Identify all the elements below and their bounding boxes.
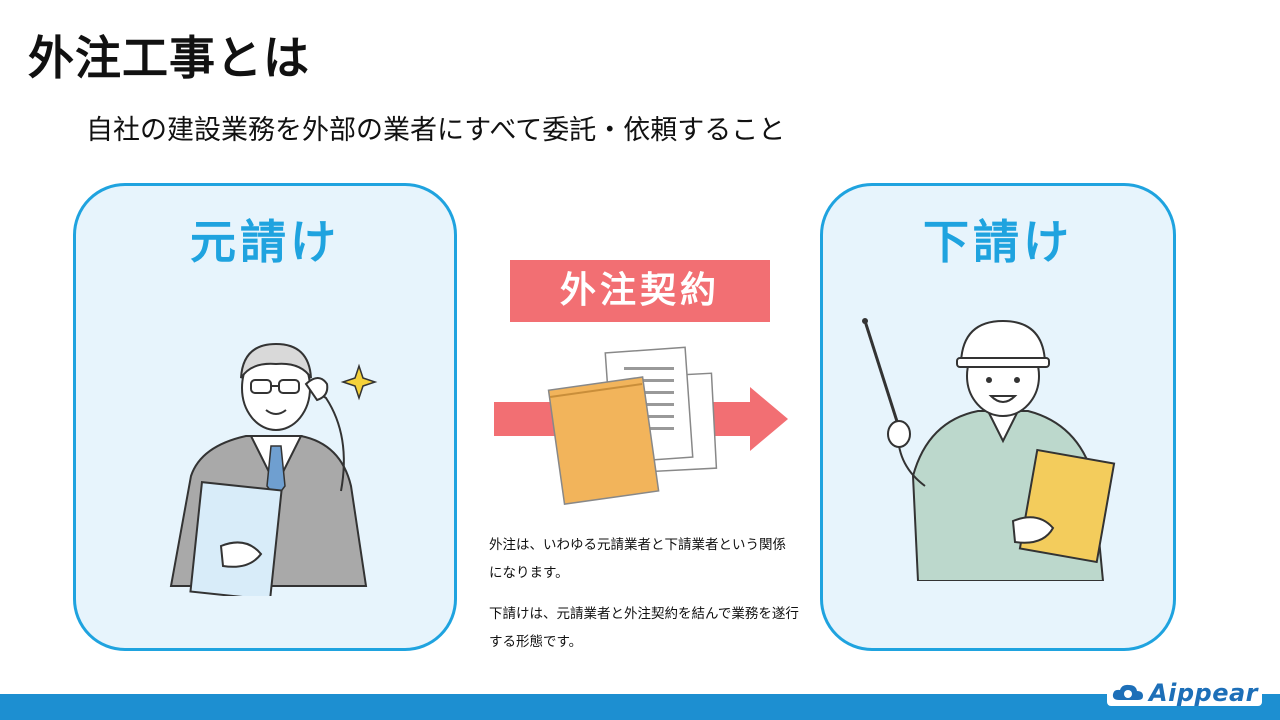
- outsourcing-contract-label: 外注契約: [510, 260, 770, 322]
- subcontract-explanation: 下請けは、元請業者と外注契約を結んで業務を遂行する形態です。: [489, 606, 799, 650]
- outsourcing-explanation: 外注は、いわゆる元請業者と下請業者という関係になります。: [489, 537, 786, 581]
- brand-name: Aippear: [1149, 679, 1258, 707]
- prime-contractor-panel: 元請け: [73, 183, 457, 651]
- businessman-illustration: [169, 342, 378, 596]
- arrow-right-icon: [494, 346, 788, 505]
- construction-worker-illustration: [862, 318, 1116, 581]
- subcontractor-panel: 下請け: [820, 183, 1176, 651]
- envelope-icon: [547, 376, 660, 505]
- page-subtitle: 自社の建設業務を外部の業者にすべて委託・依頼すること: [86, 115, 786, 146]
- page-title: 外注工事とは: [28, 31, 310, 85]
- subcontractor-title: 下請け: [923, 215, 1073, 269]
- brand-logo: Aippear: [1107, 679, 1262, 707]
- footer-bar: [0, 694, 1280, 720]
- prime-contractor-title: 元請け: [190, 215, 340, 269]
- cloud-logo-icon: [1112, 684, 1144, 700]
